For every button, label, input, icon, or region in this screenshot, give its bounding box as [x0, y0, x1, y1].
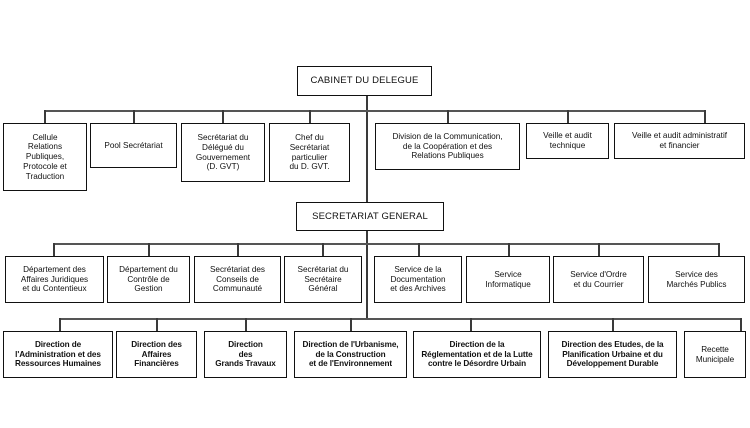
connector-level1-drop-4 [309, 110, 311, 123]
connector-level3-drop-3 [245, 318, 247, 331]
connector-level1-drop-3 [222, 110, 224, 123]
connector-level3-drop-1 [59, 318, 61, 331]
node-label: Veille et audit technique [543, 131, 592, 150]
node-level1-1[interactable]: Cellule Relations Publiques, Protocole e… [3, 123, 87, 191]
node-cabinet-du-delegue[interactable]: CABINET DU DELEGUE [297, 66, 432, 96]
node-level3-3[interactable]: Direction des Grands Travaux [204, 331, 287, 378]
node-label: Veille et audit administratif et financi… [631, 131, 728, 150]
connector-level2-bus [53, 243, 718, 245]
node-level2-3[interactable]: Secrétariat des Conseils de Communauté [194, 256, 281, 303]
connector-level2-drop-7 [598, 243, 600, 256]
connector-root-stem [366, 96, 368, 202]
node-label: Service de la Documentation et des Archi… [390, 264, 446, 294]
node-label: Direction de la Réglementation et de la … [421, 339, 533, 369]
node-level2-1[interactable]: Département des Affaires Juridiques et d… [5, 256, 104, 303]
node-label: SECRETARIAT GENERAL [312, 210, 428, 222]
node-level2-6[interactable]: Service Informatique [466, 256, 550, 303]
node-label: Département du Contrôle de Gestion [119, 264, 178, 294]
node-label: Direction des Grands Travaux [215, 339, 276, 369]
node-label: Division de la Communication, de la Coop… [392, 131, 503, 161]
node-label: Secrétariat des Conseils de Communauté [209, 264, 266, 294]
node-label: Secrétariat du Délégué du Gouvernement (… [195, 133, 251, 172]
node-level2-7[interactable]: Service d'Ordre et du Courrier [553, 256, 644, 303]
connector-level3-drop-7 [740, 318, 742, 331]
node-label: Département des Affaires Juridiques et d… [20, 264, 89, 294]
node-level3-7[interactable]: Recette Municipale [684, 331, 746, 378]
connector-level2-drop-4 [322, 243, 324, 256]
connector-level3-drop-5 [470, 318, 472, 331]
node-label: Direction des Affaires Financières [131, 339, 182, 369]
node-label: Service Informatique [485, 269, 531, 289]
node-label: Recette Municipale [695, 344, 735, 364]
node-level3-5[interactable]: Direction de la Réglementation et de la … [413, 331, 541, 378]
connector-level1-drop-7 [704, 110, 706, 123]
node-level1-4[interactable]: Chef du Secrétariat particulier du D. GV… [269, 123, 350, 182]
connector-level2-drop-2 [148, 243, 150, 256]
node-label: Direction de l'Administration et des Res… [15, 339, 101, 369]
connector-level1-drop-6 [567, 110, 569, 123]
node-label: Direction des Etudes, de la Planificatio… [561, 339, 664, 369]
node-level3-2[interactable]: Direction des Affaires Financières [116, 331, 197, 378]
connector-level2-drop-6 [508, 243, 510, 256]
node-label: Pool Secrétariat [104, 140, 163, 150]
node-level1-3[interactable]: Secrétariat du Délégué du Gouvernement (… [181, 123, 265, 182]
connector-level2-drop-1 [53, 243, 55, 256]
node-label: Service d'Ordre et du Courrier [570, 269, 627, 289]
node-label: Direction de l'Urbanisme, de la Construc… [302, 339, 399, 369]
connector-level1-drop-1 [44, 110, 46, 123]
node-level2-4[interactable]: Secrétariat du Secrétaire Général [284, 256, 362, 303]
connector-secretariat-stem [366, 231, 368, 318]
connector-level2-drop-5 [418, 243, 420, 256]
connector-level3-bus [59, 318, 741, 320]
connector-level1-drop-2 [133, 110, 135, 123]
node-level1-5[interactable]: Division de la Communication, de la Coop… [375, 123, 520, 170]
node-level3-1[interactable]: Direction de l'Administration et des Res… [3, 331, 113, 378]
node-label: Secrétariat du Secrétaire Général [297, 264, 349, 294]
node-level1-2[interactable]: Pool Secrétariat [90, 123, 177, 168]
node-secretariat-general[interactable]: SECRETARIAT GENERAL [296, 202, 444, 231]
node-level2-2[interactable]: Département du Contrôle de Gestion [107, 256, 190, 303]
connector-level3-drop-4 [350, 318, 352, 331]
node-level3-4[interactable]: Direction de l'Urbanisme, de la Construc… [294, 331, 407, 378]
connector-level2-drop-3 [237, 243, 239, 256]
connector-level2-drop-8 [718, 243, 720, 256]
connector-level1-drop-5 [447, 110, 449, 123]
node-level3-6[interactable]: Direction des Etudes, de la Planificatio… [548, 331, 677, 378]
node-label: CABINET DU DELEGUE [310, 75, 419, 87]
node-level2-5[interactable]: Service de la Documentation et des Archi… [374, 256, 462, 303]
node-label: Service des Marchés Publics [666, 269, 727, 289]
node-label: Chef du Secrétariat particulier du D. GV… [289, 133, 330, 172]
node-label: Cellule Relations Publiques, Protocole e… [23, 132, 67, 181]
connector-level1-bus [44, 110, 705, 112]
node-level1-6[interactable]: Veille et audit technique [526, 123, 609, 159]
connector-level3-drop-6 [612, 318, 614, 331]
connector-level3-drop-2 [156, 318, 158, 331]
node-level2-8[interactable]: Service des Marchés Publics [648, 256, 745, 303]
node-level1-7[interactable]: Veille et audit administratif et financi… [614, 123, 745, 159]
